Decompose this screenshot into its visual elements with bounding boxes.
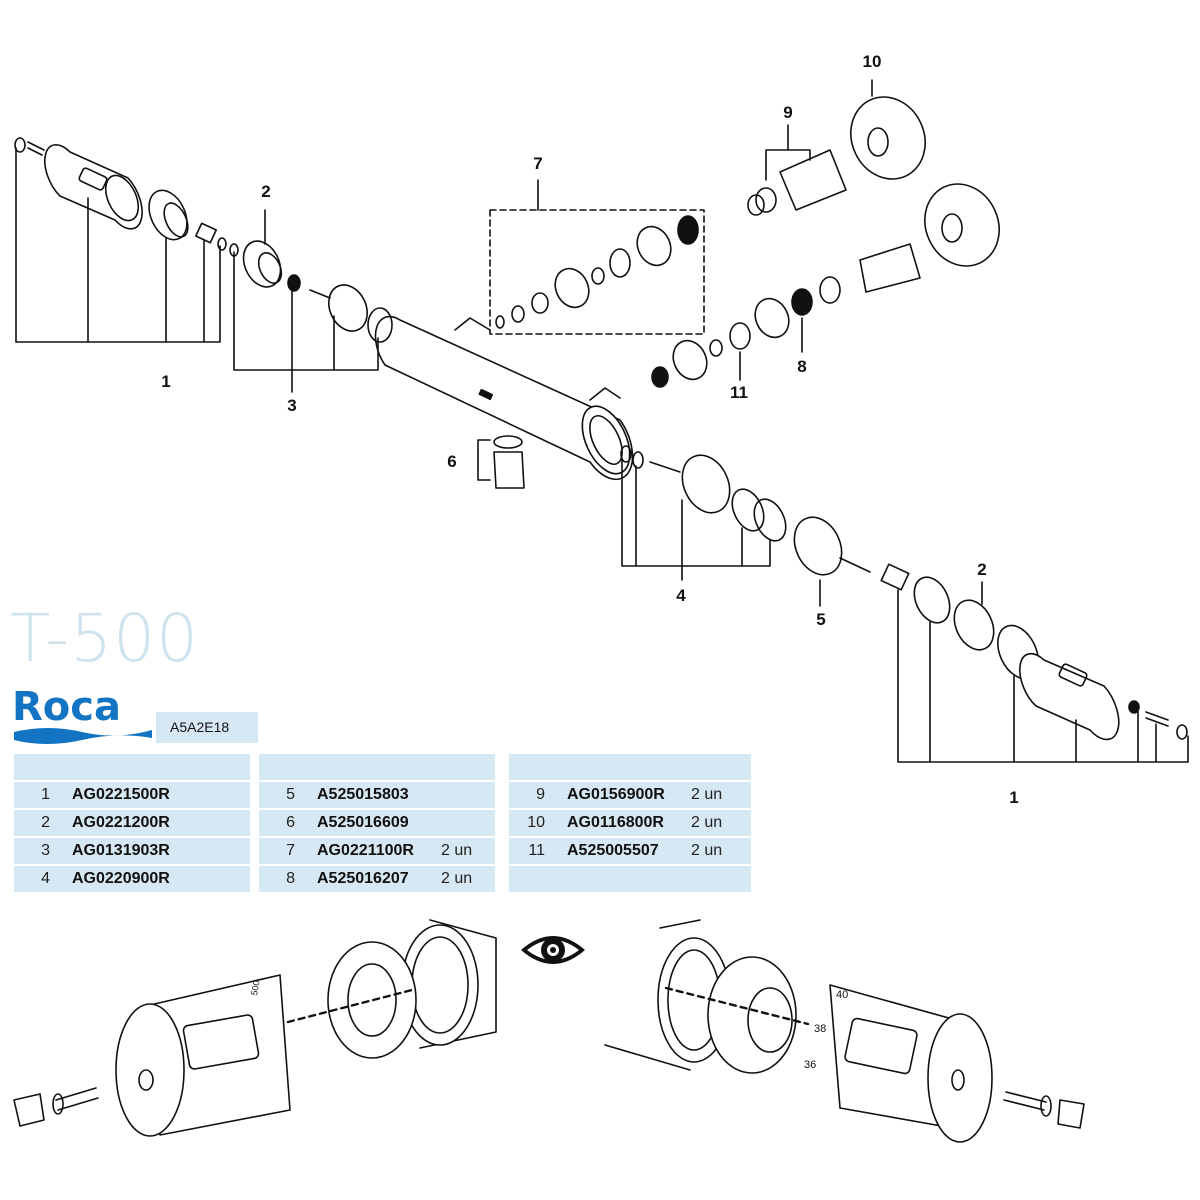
- callout-10: 10: [862, 52, 882, 71]
- parts-row: 6 A525016609: [259, 810, 495, 836]
- part-code: A525016609: [317, 814, 409, 831]
- callout-7: 7: [533, 154, 543, 173]
- part-group-9-10: [651, 79, 1000, 388]
- part-group-7: [489, 179, 705, 335]
- callout-1-left: 1: [161, 372, 171, 391]
- parts-column-1: 1 AG0221500R 2 AG0221200R 3 AG0131903R 4 AG0220…: [14, 754, 250, 894]
- parts-row: 1 AG0221500R: [14, 782, 250, 808]
- parts-row: 10 AG0116800R 2 un: [509, 810, 751, 836]
- document-code: A5A2E18: [156, 712, 258, 743]
- part-number: 1: [41, 786, 50, 803]
- part-code: AG0156900R: [567, 786, 665, 803]
- part-quantity: 2 un: [691, 842, 723, 859]
- callout-2-right: 2: [977, 560, 987, 579]
- part-code: AG0221100R: [317, 842, 414, 859]
- callout-9: 9: [783, 103, 793, 122]
- part-number: 7: [286, 842, 295, 859]
- part-number: 3: [41, 842, 50, 859]
- parts-row: 7 AG0221100R 2 un: [259, 838, 495, 864]
- left-end-parts: [14, 137, 393, 393]
- callout-11: 11: [730, 383, 748, 402]
- part-number: 11: [528, 842, 545, 859]
- part-quantity: 2 un: [441, 870, 473, 887]
- eye-icon: [521, 936, 585, 964]
- part-number: 10: [527, 814, 545, 831]
- part-number: 8: [286, 870, 295, 887]
- parts-column-2: 5 A525015803 6 A525016609 7 AG0221100R 2 un 8 A5…: [259, 754, 495, 894]
- part-number: 5: [286, 786, 295, 803]
- parts-column-3: 9 AG0156900R 2 un 10 AG0116800R 2 un 11 A525005…: [509, 754, 751, 894]
- parts-row: 2 AG0221200R: [14, 810, 250, 836]
- mixer-body: [374, 315, 634, 481]
- parts-row: 3 AG0131903R: [14, 838, 250, 864]
- temp-mark-40: 40: [836, 989, 848, 1001]
- parts-row: 8 A525016207 2 un: [259, 866, 495, 892]
- right-end-parts: [620, 445, 1189, 763]
- part-quantity: 2 un: [691, 814, 723, 831]
- part-number: 9: [536, 786, 545, 803]
- temp-mark-38: 38: [814, 1023, 826, 1035]
- part-number: 6: [286, 814, 295, 831]
- part-quantity: 2 un: [691, 786, 723, 803]
- model-title: T-500: [10, 600, 200, 677]
- part-code: A525005507: [567, 842, 659, 859]
- part-code: A525015803: [317, 786, 409, 803]
- part-code: AG0131903R: [72, 842, 170, 859]
- callout-6: 6: [447, 452, 457, 471]
- part-code: AG0221500R: [72, 786, 170, 803]
- part-6: [477, 435, 525, 489]
- handle-label-left: 500: [249, 980, 261, 997]
- part-code: AG0221200R: [72, 814, 170, 831]
- callout-5: 5: [816, 610, 826, 629]
- part-quantity: 2 un: [441, 842, 473, 859]
- part-code: AG0116800R: [567, 814, 664, 831]
- assembly-detail-left: [13, 919, 497, 1137]
- callout-4: 4: [676, 586, 686, 605]
- temp-mark-36: 36: [804, 1059, 816, 1071]
- callout-1-right: 1: [1009, 788, 1019, 807]
- parts-row: 9 AG0156900R 2 un: [509, 782, 751, 808]
- callout-2-left: 2: [261, 182, 271, 201]
- parts-row: 4 AG0220900R: [14, 866, 250, 892]
- part-number: 4: [41, 870, 50, 887]
- brand-name: Roca: [12, 684, 121, 730]
- parts-row: [509, 866, 751, 892]
- part-code: AG0220900R: [72, 870, 170, 887]
- parts-column-header: [259, 754, 495, 780]
- parts-row: 11 A525005507 2 un: [509, 838, 751, 864]
- parts-column-header: [14, 754, 250, 780]
- callout-3: 3: [287, 396, 297, 415]
- assembly-detail-right: [604, 919, 1085, 1143]
- callout-8: 8: [797, 357, 807, 376]
- part-code: A525016207: [317, 870, 409, 887]
- parts-row: 5 A525015803: [259, 782, 495, 808]
- parts-column-header: [509, 754, 751, 780]
- roca-logo: Roca: [12, 684, 152, 744]
- part-number: 2: [41, 814, 50, 831]
